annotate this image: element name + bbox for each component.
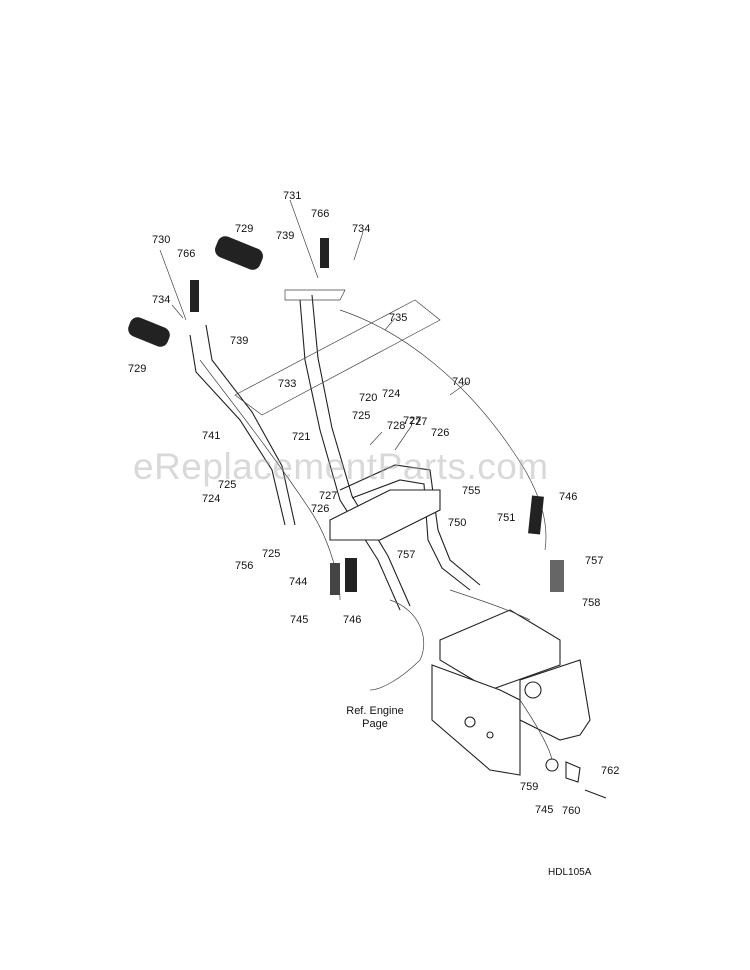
part-label: 725 [218,479,237,491]
part-label: 744 [289,576,308,588]
spring-746-lower [345,558,357,592]
part-label: 745 [290,614,309,626]
drawing-code: HDL105A [548,867,592,878]
part-label: 726 [431,427,450,439]
bracket-760 [565,761,581,783]
reference-note: Ref. Engine Page [346,705,404,730]
part-label: 727 [403,415,422,427]
part-label: 766 [311,208,330,220]
part-label: 751 [497,512,516,524]
pin-762 [584,789,607,799]
part-label: 730 [152,234,171,246]
part-label: 745 [535,804,554,816]
part-label: 725 [262,548,281,560]
handle-panel [234,299,441,416]
part-label: 759 [520,781,539,793]
spring-746-upper [528,495,544,535]
spring-744 [330,563,340,595]
part-label: 758 [582,597,601,609]
part-label: 746 [343,614,362,626]
part-label: 762 [601,765,620,777]
sleeve-757 [550,560,564,592]
lever-766-left [190,280,199,312]
part-label: 720 [359,392,378,404]
watermark: eReplacementParts.com [133,446,549,487]
part-label: 729 [128,363,147,375]
grip-729-lower [128,317,170,347]
lever-766-right [320,238,329,268]
part-label: 721 [292,431,311,443]
part-label: 734 [152,294,171,306]
part-label: 728 [387,420,406,432]
part-label: 726 [311,503,330,515]
left-handle-bar [189,324,296,526]
part-label: 724 [202,493,221,505]
part-label: 756 [235,560,254,572]
right-handle-bar [299,294,411,611]
part-label: 739 [230,335,249,347]
cable-740 [339,309,547,551]
part-label: 750 [448,517,467,529]
grip-729-upper [215,236,263,270]
part-label: 741 [202,430,221,442]
part-label: 731 [283,190,302,202]
side-plate-right [519,659,591,741]
part-label: 766 [177,248,196,260]
part-label: 755 [462,485,481,497]
bracket-755 [329,489,441,541]
part-label: 735 [389,312,408,324]
side-plate-left [431,664,521,776]
part-label: 724 [382,388,401,400]
part-label: 725 [352,410,371,422]
part-label: 757 [397,549,416,561]
part-label: 729 [235,223,254,235]
part-label: 727 [319,490,338,502]
part-label: 760 [562,805,581,817]
bushing-759 [545,758,559,772]
part-label: 739 [276,230,295,242]
part-label: 733 [278,378,297,390]
part-label: 757 [585,555,604,567]
part-label: 746 [559,491,578,503]
engine-mount-plate [439,609,561,691]
part-label: 734 [352,223,371,235]
part-label: 727 [409,416,428,428]
part-label: 740 [452,376,471,388]
